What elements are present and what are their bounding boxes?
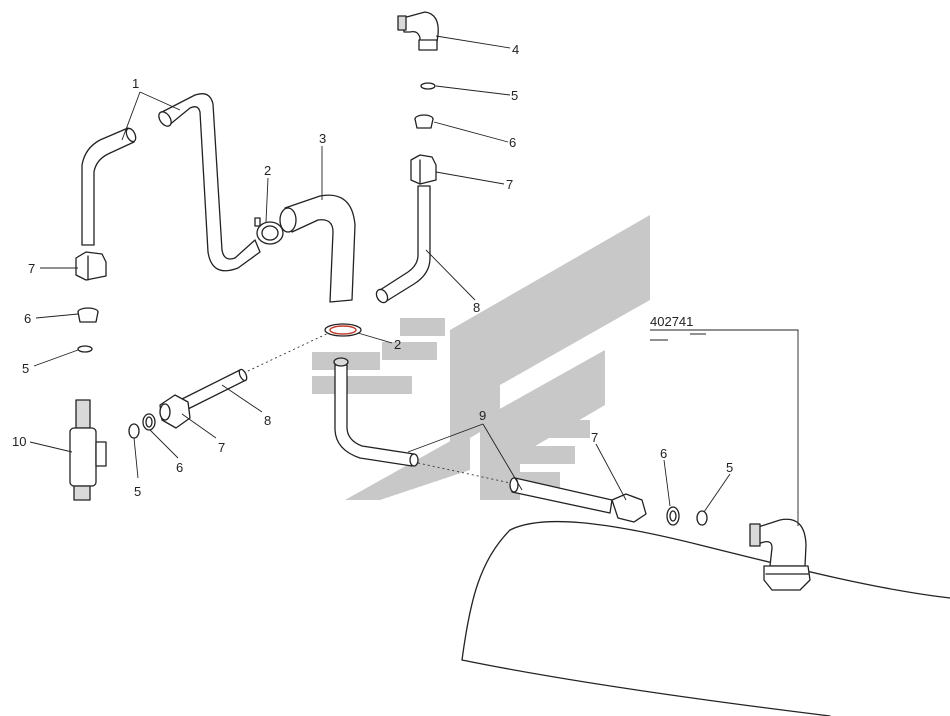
callout-label: 7 [591,430,598,445]
callout-label: 4 [512,42,519,57]
callout-label: 3 [319,131,326,146]
callout-label: 1 [132,76,139,91]
callout-label: 2 [394,337,401,352]
leader-5c [133,437,139,479]
callout-label: 5 [134,484,141,499]
callout-label: 6 [24,311,31,326]
steel-tube-9 [333,357,419,467]
leader-7c [181,413,217,439]
o-ring-lower-right [696,510,708,526]
callout-label: 6 [660,446,667,461]
sleeve-lower-left [142,413,156,431]
leader-6a [433,121,509,143]
leader-9 [407,423,523,491]
nut-lower-right [611,493,647,523]
engine-block-outline [461,520,950,716]
leader-7d [595,443,627,501]
tee-fitting-10 [69,399,107,501]
callout-label: 7 [218,440,225,455]
leader-2b [357,332,393,344]
leader-6c [149,429,179,459]
sleeve-upper [414,114,434,129]
leader-7a [435,171,505,185]
nut-lower-left [159,394,191,429]
bent-tube-left [81,127,137,246]
callout-label: 8 [264,413,271,428]
elbow-fitting-top [397,11,439,51]
alignment-line [179,329,336,404]
callout-label: 6 [176,460,183,475]
steel-tube-upper [375,185,431,304]
o-ring-left [77,345,93,353]
nut-upper [410,154,437,185]
leader-6d [663,459,671,507]
sleeve-lower-right [666,506,680,526]
leader-assembly [650,329,799,526]
bent-tube-upper [158,93,261,272]
callout-label: 10 [12,434,26,449]
leader-6b [35,313,79,319]
assembly-underline [650,333,706,341]
nut-left [75,251,107,281]
assembly-number: 402741 [650,314,693,329]
leader-5b [33,349,79,367]
callout-label: 5 [726,460,733,475]
callout-label: 6 [509,135,516,150]
callout-label: 7 [506,177,513,192]
steel-tube-9-straight [509,477,613,514]
steel-tube-lower [179,368,248,411]
leader-1 [121,91,181,141]
leader-4 [435,35,511,49]
elbow-fitting-engine [749,518,811,591]
leader-8a [425,249,476,301]
o-ring-upper [420,82,436,90]
sleeve-left [77,307,99,323]
leader-2a [265,177,269,223]
hose-clamp-upper [254,217,284,245]
leader-10 [29,441,73,453]
rubber-hose-elbow [279,194,356,303]
callout-label: 9 [479,408,486,423]
alignment-line [417,462,516,485]
o-ring-lower-left [128,423,140,439]
callout-label: 5 [511,88,518,103]
callout-label: 2 [264,163,271,178]
leader-8b [221,384,263,413]
leader-5d [703,473,731,513]
callout-label: 5 [22,361,29,376]
callout-label: 7 [28,261,35,276]
hose-clamp-lower [324,323,362,337]
leader-5a [435,85,511,96]
callout-label: 8 [473,300,480,315]
